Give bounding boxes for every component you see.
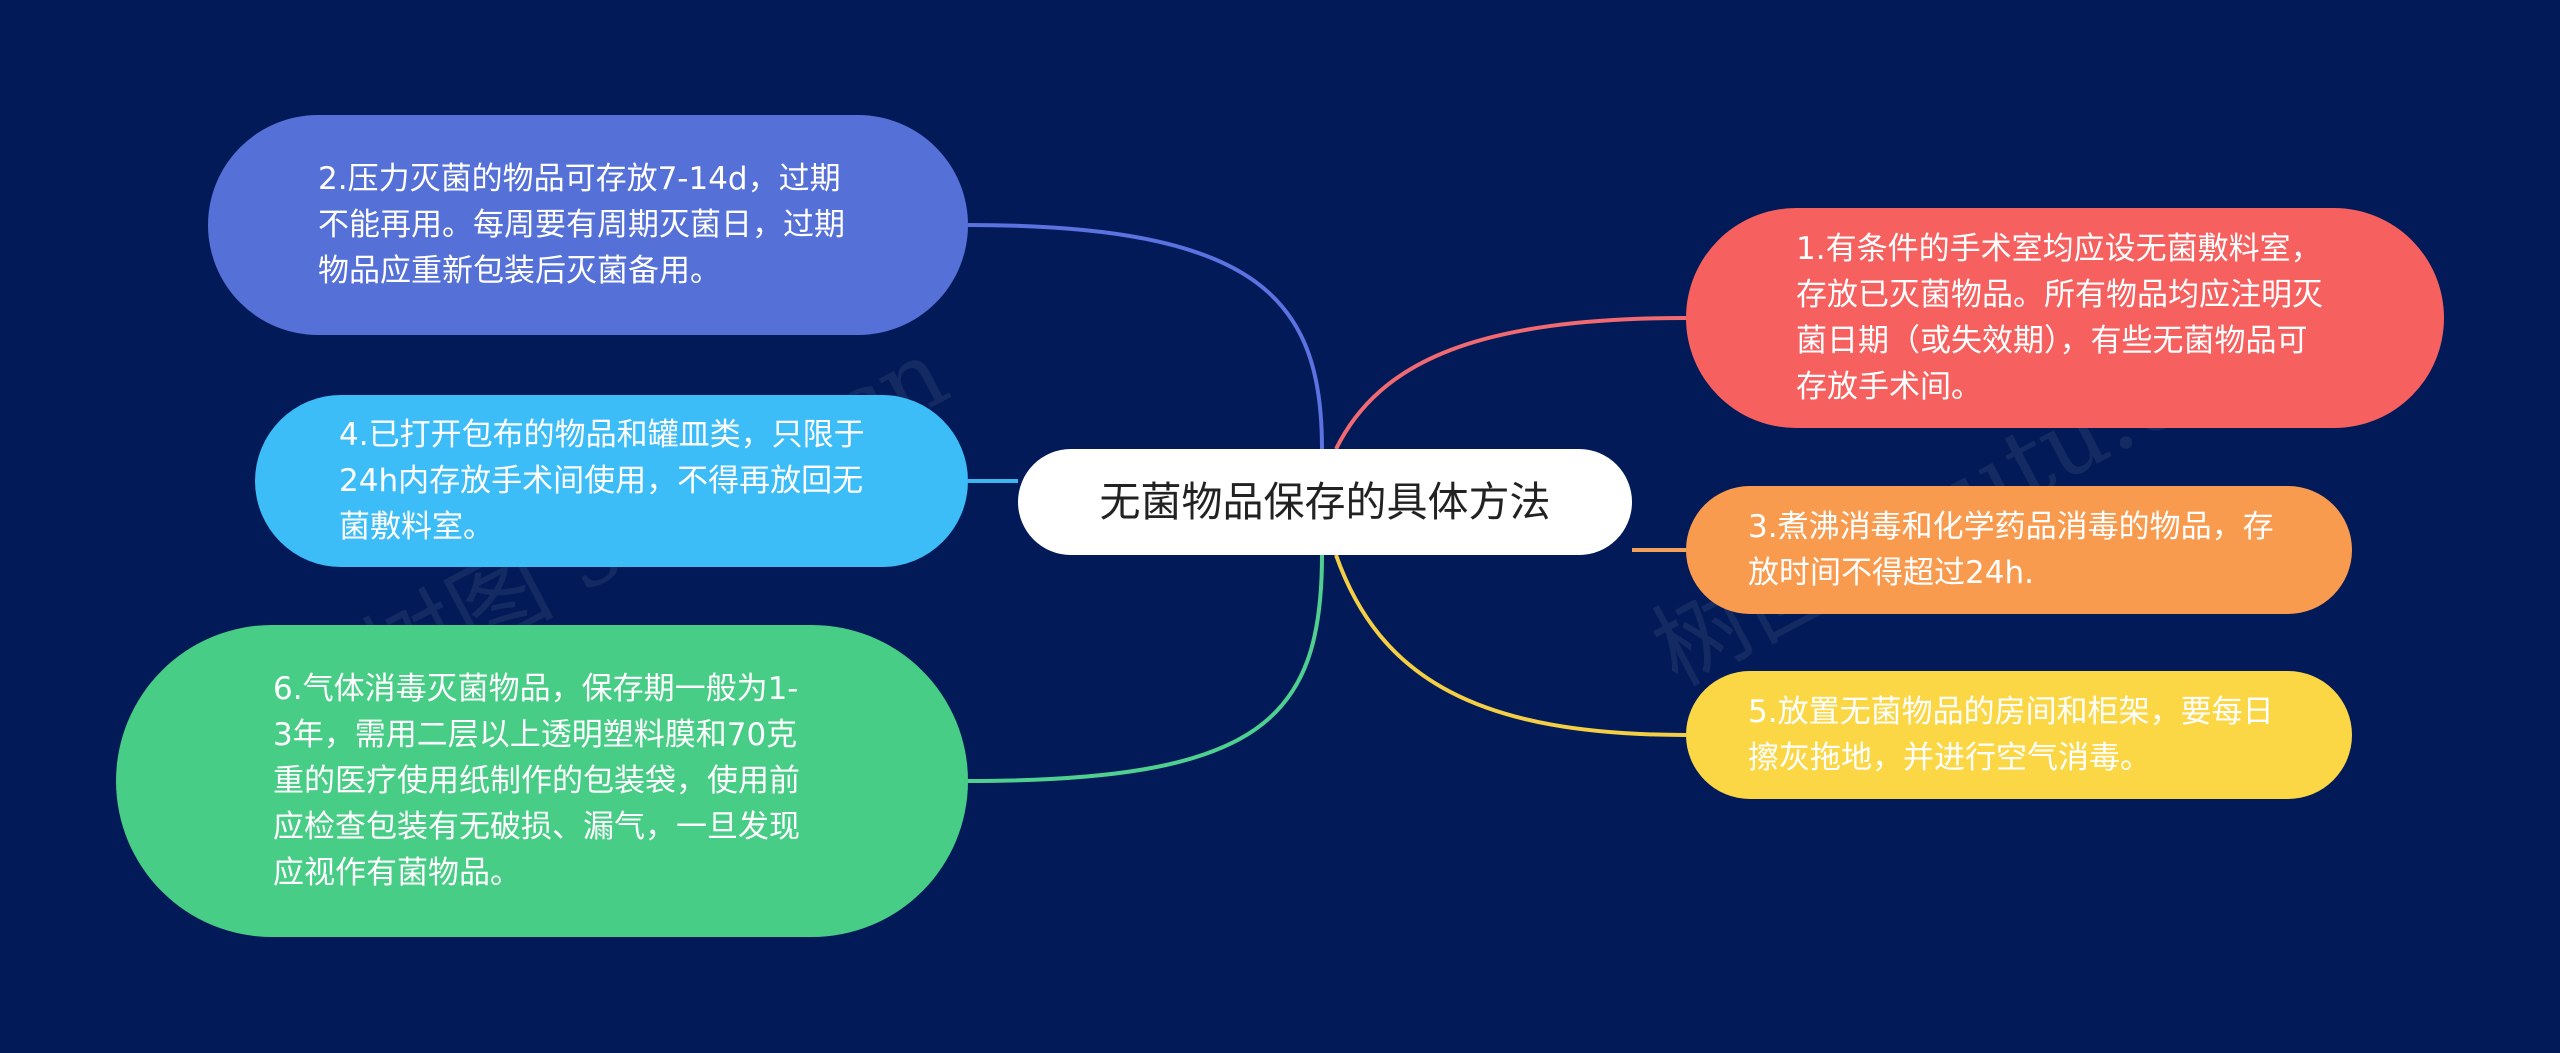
branch-node-6[interactable]: 6.气体消毒灭菌物品，保存期一般为1-3年，需用二层以上透明塑料膜和70克重的医… (116, 625, 968, 937)
branch-node-6-text: 6.气体消毒灭菌物品，保存期一般为1-3年，需用二层以上透明塑料膜和70克重的医… (273, 671, 800, 891)
branch-node-2[interactable]: 2.压力灭菌的物品可存放7-14d，过期不能再用。每周要有周期灭菌日，过期物品应… (208, 115, 968, 335)
branch-node-3-text: 3.煮沸消毒和化学药品消毒的物品，存放时间不得超过24h. (1748, 509, 2274, 591)
center-topic-label: 无菌物品保存的具体方法 (1099, 478, 1551, 526)
connector-line-2 (967, 223, 1324, 450)
connector-line-1 (1334, 316, 1687, 450)
branch-node-1[interactable]: 1.有条件的手术室均应设无菌敷料室，存放已灭菌物品。所有物品均应注明灭菌日期（或… (1686, 208, 2444, 428)
connector-line-6 (967, 554, 1324, 783)
branch-node-5[interactable]: 5.放置无菌物品的房间和柜架，要每日擦灰拖地，并进行空气消毒。 (1686, 671, 2352, 799)
branch-node-5-text: 5.放置无菌物品的房间和柜架，要每日擦灰拖地，并进行空气消毒。 (1748, 694, 2274, 776)
branch-node-4-text: 4.已打开包布的物品和罐皿类，只限于24h内存放手术间使用，不得再放回无菌敷料室… (339, 417, 865, 545)
branch-node-2-text: 2.压力灭菌的物品可存放7-14d，过期不能再用。每周要有周期灭菌日，过期物品应… (318, 161, 845, 289)
connector-line-5 (1334, 554, 1687, 737)
branch-node-1-text: 1.有条件的手术室均应设无菌敷料室，存放已灭菌物品。所有物品均应注明灭菌日期（或… (1796, 231, 2323, 405)
branch-node-3[interactable]: 3.煮沸消毒和化学药品消毒的物品，存放时间不得超过24h. (1686, 486, 2352, 614)
center-topic-node[interactable]: 无菌物品保存的具体方法 (1018, 449, 1632, 555)
branch-node-4[interactable]: 4.已打开包布的物品和罐皿类，只限于24h内存放手术间使用，不得再放回无菌敷料室… (255, 395, 968, 567)
